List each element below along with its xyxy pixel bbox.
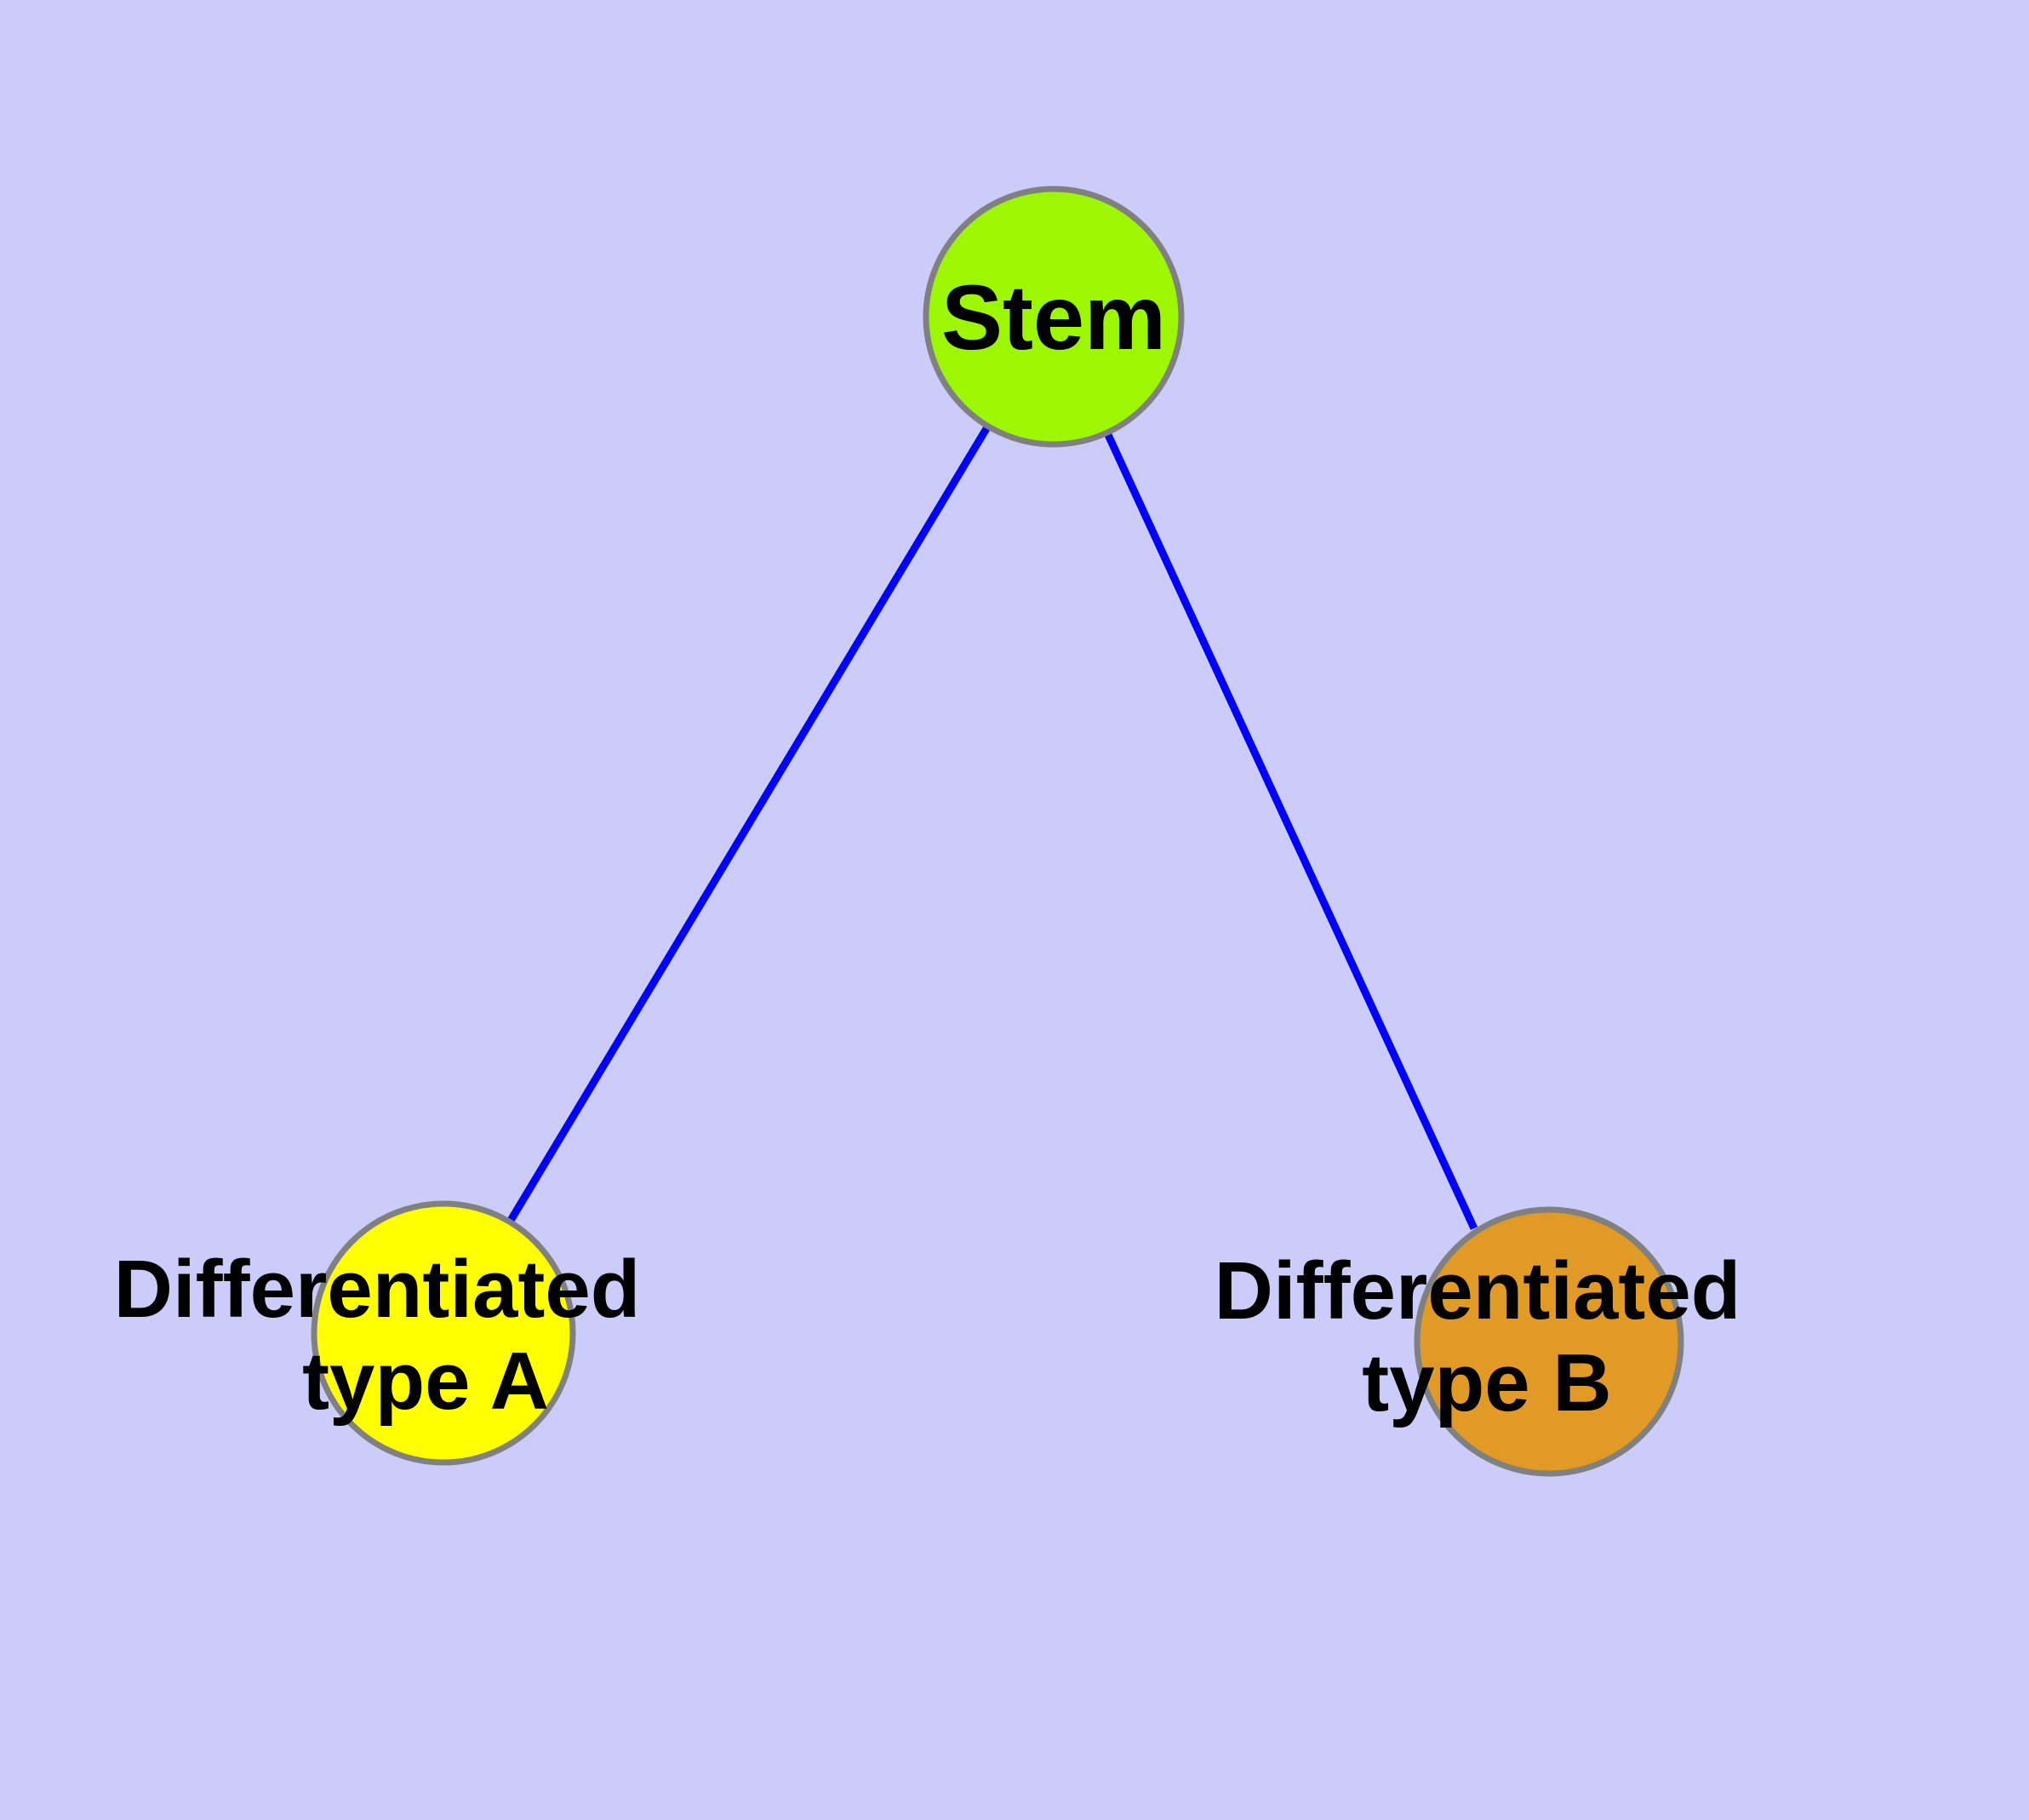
edge-stem-to-differentiated-type-b[interactable]	[1049, 315, 1478, 1230]
node-differentiated-type-a[interactable]: Differentiated type A	[114, 1200, 641, 1466]
node-differentiated-type-b-label-line2: type B	[1362, 1337, 1611, 1428]
node-stem-label: Stem	[941, 266, 1166, 369]
node-differentiated-type-b-label-line1: Differentiated	[1215, 1245, 1741, 1336]
node-layer: Stem Differentiated type A Differentiate…	[114, 186, 1741, 1477]
node-stem[interactable]: Stem	[923, 186, 1185, 448]
edge-layer	[506, 314, 1478, 1230]
node-differentiated-type-b-circle[interactable]	[1414, 1206, 1684, 1477]
node-differentiated-type-a-circle[interactable]	[311, 1200, 576, 1466]
node-differentiated-type-b[interactable]: Differentiated type B	[1215, 1206, 1741, 1477]
node-stem-circle[interactable]	[923, 186, 1185, 448]
edge-stem-to-differentiated-type-a[interactable]	[506, 314, 1057, 1226]
node-differentiated-type-a-label-line2: type A	[302, 1336, 549, 1427]
node-differentiated-type-a-label-line1: Differentiated	[114, 1244, 641, 1335]
